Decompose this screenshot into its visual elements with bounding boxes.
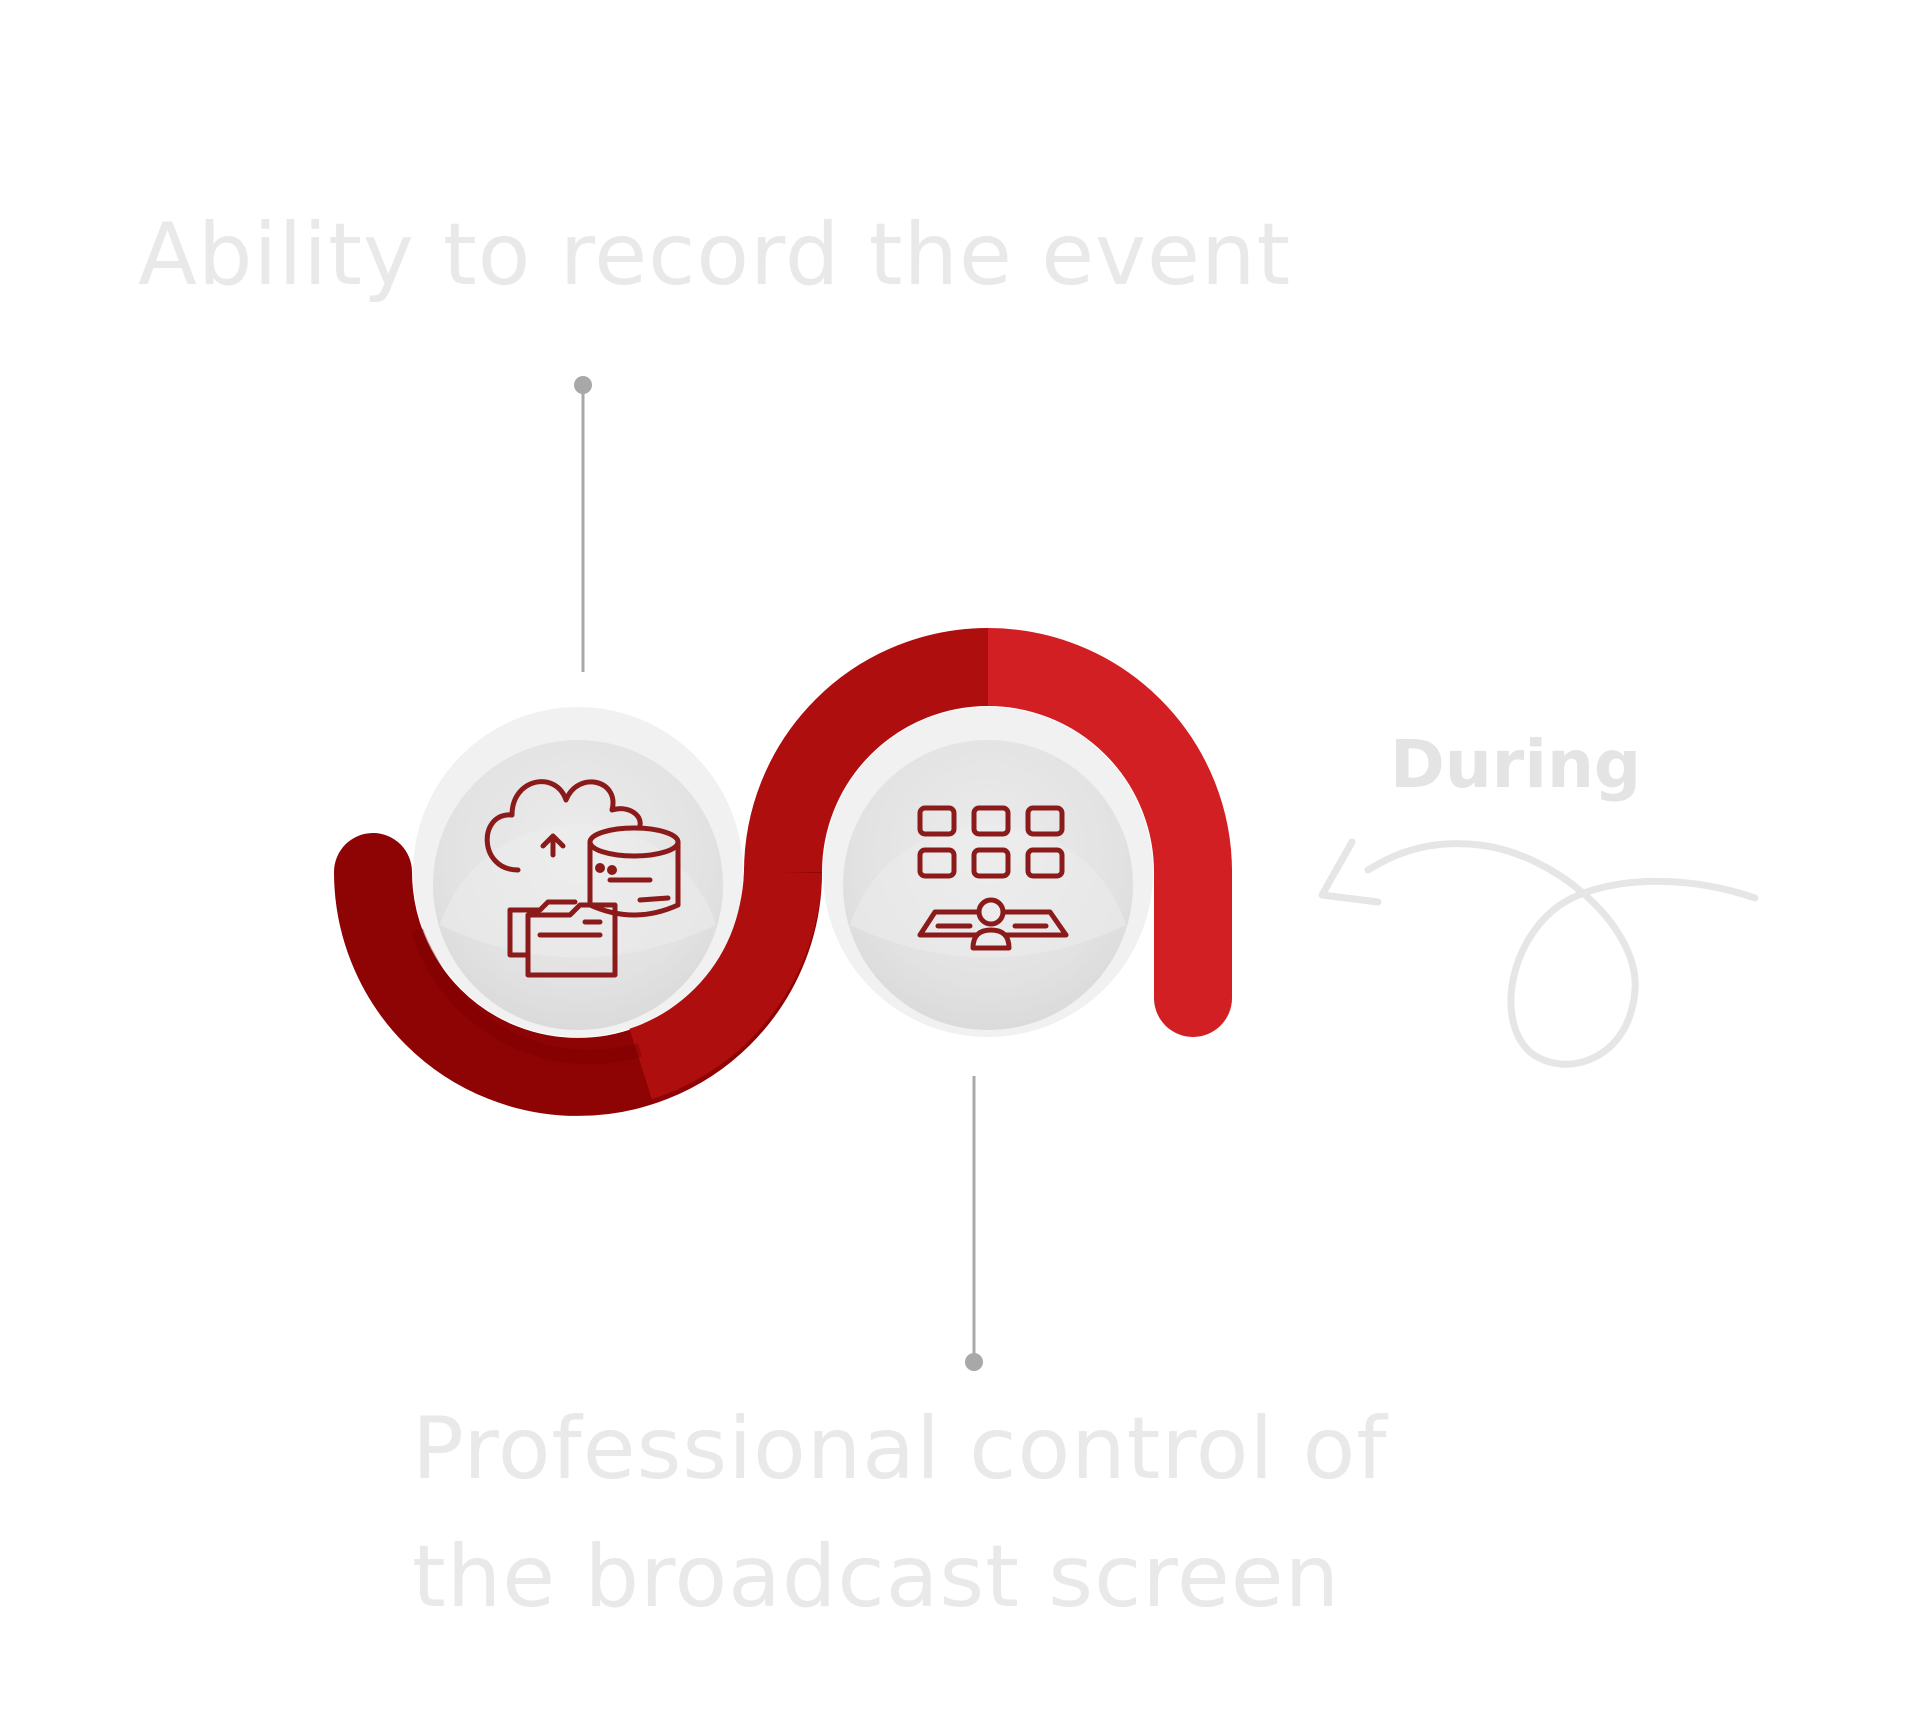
- connector-dot-top: [574, 376, 592, 394]
- video-grid-presenter-icon: [917, 805, 1069, 951]
- step-1-disc: [413, 707, 743, 1037]
- connector-bottom: [965, 1076, 983, 1371]
- phase-tag: During: [1390, 726, 1642, 803]
- connector-dot-bottom: [965, 1353, 983, 1371]
- step-2-label-line-1: Professional control of: [412, 1399, 1388, 1499]
- step-2-label: Professional control of the broadcast sc…: [412, 1385, 1388, 1641]
- red-ribbon: [334, 628, 1232, 1116]
- step-2-disc: [823, 707, 1153, 1037]
- curly-arrow-icon: [1318, 838, 1759, 1068]
- cloud-database-folder-icon: [484, 779, 681, 978]
- connector-top: [574, 376, 592, 672]
- step-1-label: Ability to record the event: [138, 205, 1292, 305]
- step-2-label-line-2: the broadcast screen: [412, 1527, 1341, 1627]
